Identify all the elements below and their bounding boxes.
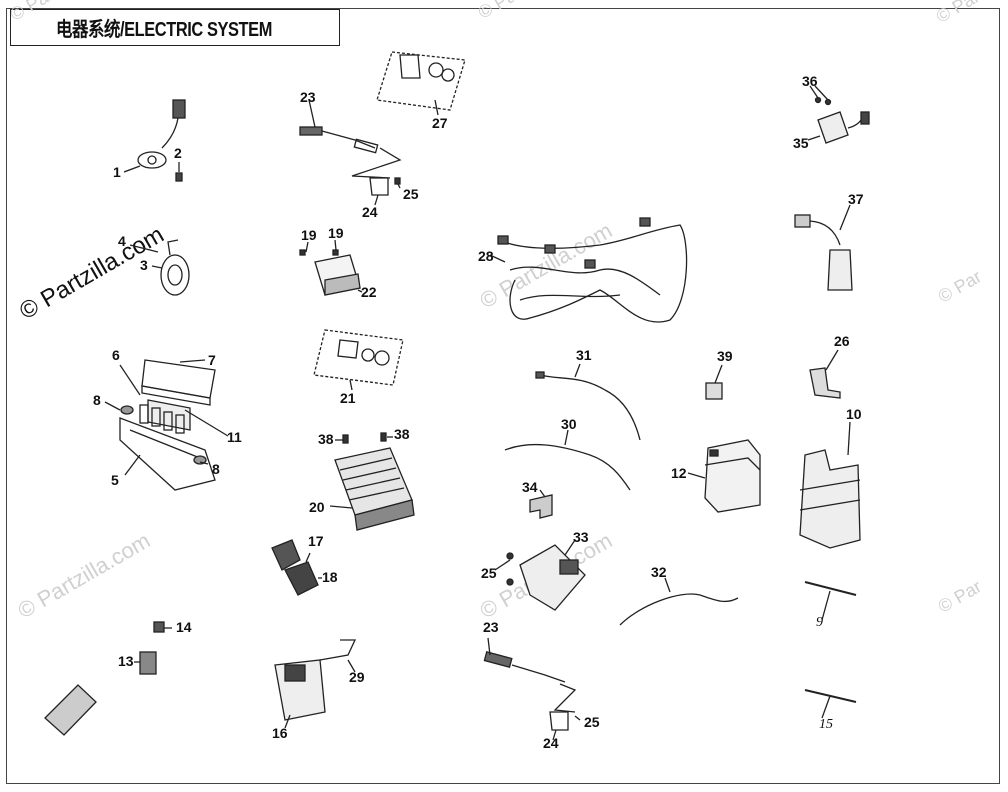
callout-9: 9	[816, 615, 823, 630]
title-box: 电器系统/ELECTRIC SYSTEM	[10, 9, 340, 46]
cable-30	[504, 429, 631, 491]
switch-37	[794, 204, 853, 291]
callout-22: 22	[361, 284, 377, 300]
cable-31	[535, 363, 641, 441]
callout-27: 27	[432, 115, 448, 131]
page-title: 电器系统/ELECTRIC SYSTEM	[56, 19, 272, 41]
callout-26: 26	[834, 333, 850, 349]
callout-35: 35	[793, 135, 809, 151]
relay-part	[134, 621, 172, 675]
callout-25: 25	[403, 186, 419, 202]
ecu-module-22	[299, 239, 363, 296]
callout-18: 18	[322, 569, 338, 585]
bracket-26	[809, 349, 841, 399]
callout-23: 23	[483, 619, 499, 635]
wire-harness-part	[489, 217, 688, 323]
callout-21: 21	[340, 390, 356, 406]
callout-24: 24	[362, 204, 378, 220]
callout-28: 28	[478, 248, 494, 264]
callout-38: 38	[318, 431, 334, 447]
callout-8: 8	[212, 461, 220, 477]
callout-33: 33	[573, 529, 589, 545]
callout-29: 29	[349, 669, 365, 685]
cable-32	[619, 577, 739, 626]
parts-box-21	[313, 329, 404, 391]
callout-15: 15	[819, 717, 833, 732]
connectors-17-18	[271, 539, 322, 596]
callout-19: 19	[301, 227, 317, 243]
fuse-box-part	[104, 359, 229, 491]
rod-15	[804, 689, 857, 719]
callout-12: 12	[671, 465, 687, 481]
callout-25: 25	[584, 714, 600, 730]
diagram-frame	[6, 8, 1000, 784]
cdi-unit-33	[494, 539, 586, 611]
rod-9	[804, 581, 857, 621]
callout-20: 20	[309, 499, 325, 515]
callout-39: 39	[717, 348, 733, 364]
callout-24: 24	[543, 735, 559, 751]
callout-13: 13	[118, 653, 134, 669]
bracket-34	[529, 489, 553, 519]
cable-sensor-top	[299, 99, 402, 206]
callout-1: 1	[113, 164, 121, 180]
callout-5: 5	[111, 472, 119, 488]
regulator-part	[329, 432, 415, 531]
callout-4: 4	[118, 233, 126, 249]
callout-7: 7	[208, 352, 216, 368]
callout-17: 17	[308, 533, 324, 549]
fwd-arrow-decal	[44, 684, 97, 736]
callout-37: 37	[848, 191, 864, 207]
battery-holder-10	[799, 421, 861, 549]
callout-23: 23	[300, 89, 316, 105]
callout-8: 8	[93, 392, 101, 408]
fuse-39	[705, 364, 723, 400]
callout-2: 2	[174, 145, 182, 161]
parts-box-27	[376, 51, 466, 116]
battery-12	[687, 439, 761, 513]
speed-sensor-part	[123, 99, 186, 182]
horn-part	[129, 239, 190, 296]
starter-relay-part	[274, 639, 357, 729]
callout-16: 16	[272, 725, 288, 741]
callout-34: 34	[522, 479, 538, 495]
callout-30: 30	[561, 416, 577, 432]
callout-38: 38	[394, 426, 410, 442]
callout-3: 3	[140, 257, 148, 273]
callout-32: 32	[651, 564, 667, 580]
callout-14: 14	[176, 619, 192, 635]
callout-11: 11	[227, 429, 242, 445]
callout-31: 31	[576, 347, 592, 363]
sensor-35	[807, 85, 870, 144]
callout-25: 25	[481, 565, 497, 581]
callout-6: 6	[112, 347, 120, 363]
callout-36: 36	[802, 73, 818, 89]
callout-10: 10	[846, 406, 862, 422]
callout-19: 19	[328, 225, 344, 241]
cable-sensor-bottom	[483, 637, 581, 741]
